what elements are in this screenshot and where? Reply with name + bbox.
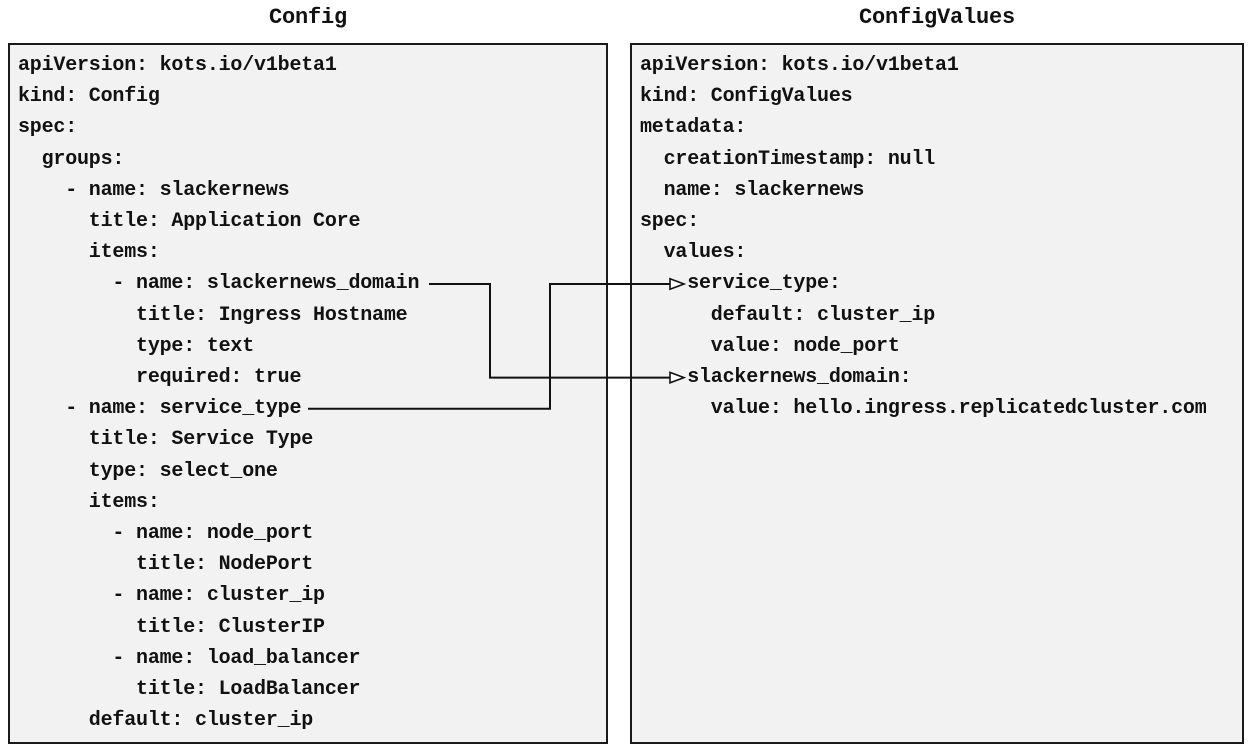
right-panel-title: ConfigValues: [858, 5, 1016, 30]
left-panel-title: Config: [268, 5, 347, 30]
config-yaml-code: apiVersion: kots.io/v1beta1 kind: Config…: [18, 54, 420, 733]
configvalues-yaml-panel: apiVersion: kots.io/v1beta1 kind: Config…: [630, 43, 1244, 744]
config-yaml-panel: apiVersion: kots.io/v1beta1 kind: Config…: [8, 43, 608, 744]
configvalues-yaml-code: apiVersion: kots.io/v1beta1 kind: Config…: [640, 54, 1207, 421]
